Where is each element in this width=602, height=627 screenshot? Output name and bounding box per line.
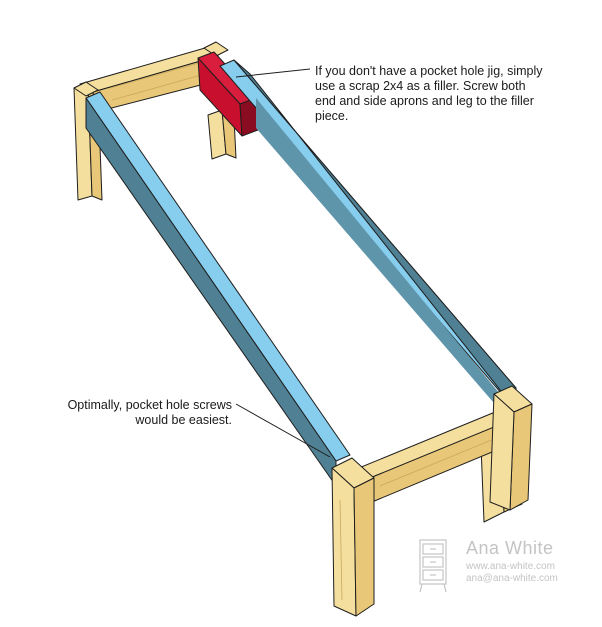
leg-top-back-left xyxy=(73,81,99,97)
side-apron-left xyxy=(85,91,351,487)
callout-screws-line: Optimally, pocket hole screws xyxy=(67,398,232,412)
side-apron-right xyxy=(219,59,517,411)
watermark: Ana White www.ana-white.com ana@ana-whit… xyxy=(414,538,584,610)
leg-top-front-right xyxy=(489,385,533,511)
callout-screws-line: would be easiest. xyxy=(135,413,232,427)
watermark-email: ana@ana-white.com xyxy=(466,573,558,584)
callout-filler-note: If you don't have a pocket hole jig, sim… xyxy=(315,64,585,124)
callout-filler-line: If you don't have a pocket hole jig, sim… xyxy=(315,64,543,78)
leader-line-filler xyxy=(235,68,311,78)
callout-filler-line: use a scrap 2x4 as a filler. Screw both xyxy=(315,79,526,93)
leader-line-screws xyxy=(235,403,331,458)
leg-front-left xyxy=(331,457,375,617)
callout-filler-line: piece. xyxy=(315,109,349,123)
watermark-site: www.ana-white.com xyxy=(466,561,555,572)
dresser-logo-icon xyxy=(419,539,447,593)
callout-filler-line: end and side aprons and leg to the fille… xyxy=(315,94,534,108)
callout-pocket-screws-note: Optimally, pocket hole screws would be e… xyxy=(20,398,232,428)
watermark-brand: Ana White xyxy=(466,538,554,558)
